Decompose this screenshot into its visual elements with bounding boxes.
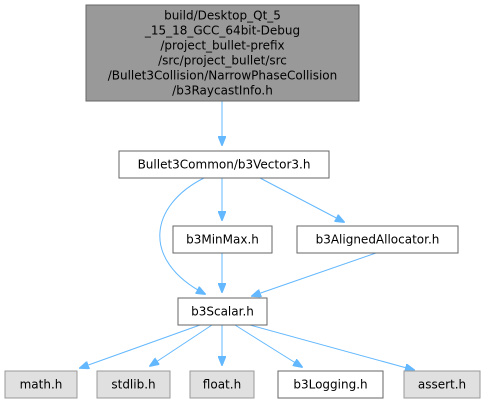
node-box-math [4,370,78,399]
node-box-vector3 [118,150,330,179]
edges-layer [80,101,414,370]
edge-aligned-to-scalar [252,252,377,296]
edge-scalar-to-stdlib [150,324,213,366]
node-logging[interactable]: b3Logging.h [277,370,384,399]
node-scalar[interactable]: b3Scalar.h [177,297,268,326]
node-label-scalar: b3Scalar.h [191,305,254,319]
node-stdlib[interactable]: stdlib.h [96,370,171,399]
node-box-logging [277,370,384,399]
node-label-root-line-2: /project_bullet-prefix [160,39,284,53]
node-box-float [189,370,255,399]
node-box-assert [403,370,481,399]
node-label-vector3: Bullet3Common/b3Vector3.h [138,158,311,172]
node-math[interactable]: math.h [4,370,78,399]
node-label-logging: b3Logging.h [293,378,367,392]
edge-scalar-to-assert [249,324,414,370]
node-assert[interactable]: assert.h [403,370,481,399]
edge-scalar-to-logging [234,324,302,367]
node-box-stdlib [96,370,171,399]
node-box-minmax [172,225,273,254]
edge-vector3-to-scalar [159,177,205,294]
node-label-aligned: b3AlignedAllocator.h [316,233,440,247]
node-box-aligned [296,225,459,254]
edge-scalar-to-math [80,324,201,368]
node-label-math: math.h [20,378,63,392]
edge-vector3-to-aligned [259,177,344,222]
node-label-assert: assert.h [418,378,466,392]
node-label-root-line-1: _15_18_GCC_64bit-Debug [144,24,300,38]
node-label-stdlib: stdlib.h [111,378,155,392]
node-label-float: float.h [203,378,241,392]
node-label-root-line-4: /Bullet3Collision/NarrowPhaseCollision [108,69,338,83]
node-label-minmax: b3MinMax.h [186,233,259,247]
node-box-root [85,4,360,102]
node-minmax[interactable]: b3MinMax.h [172,225,273,254]
node-aligned[interactable]: b3AlignedAllocator.h [296,225,459,254]
node-box-scalar [177,297,268,326]
node-label-root-line-3: /src/project_bullet/src [158,54,287,68]
node-float[interactable]: float.h [189,370,255,399]
node-root: build/Desktop_Qt_5_15_18_GCC_64bit-Debug… [85,4,360,102]
node-label-root-line-5: /b3RaycastInfo.h [172,84,273,98]
node-vector3[interactable]: Bullet3Common/b3Vector3.h [118,150,330,179]
node-label-root-line-0: build/Desktop_Qt_5 [164,9,281,23]
nodes-layer: build/Desktop_Qt_5_15_18_GCC_64bit-Debug… [4,4,481,399]
